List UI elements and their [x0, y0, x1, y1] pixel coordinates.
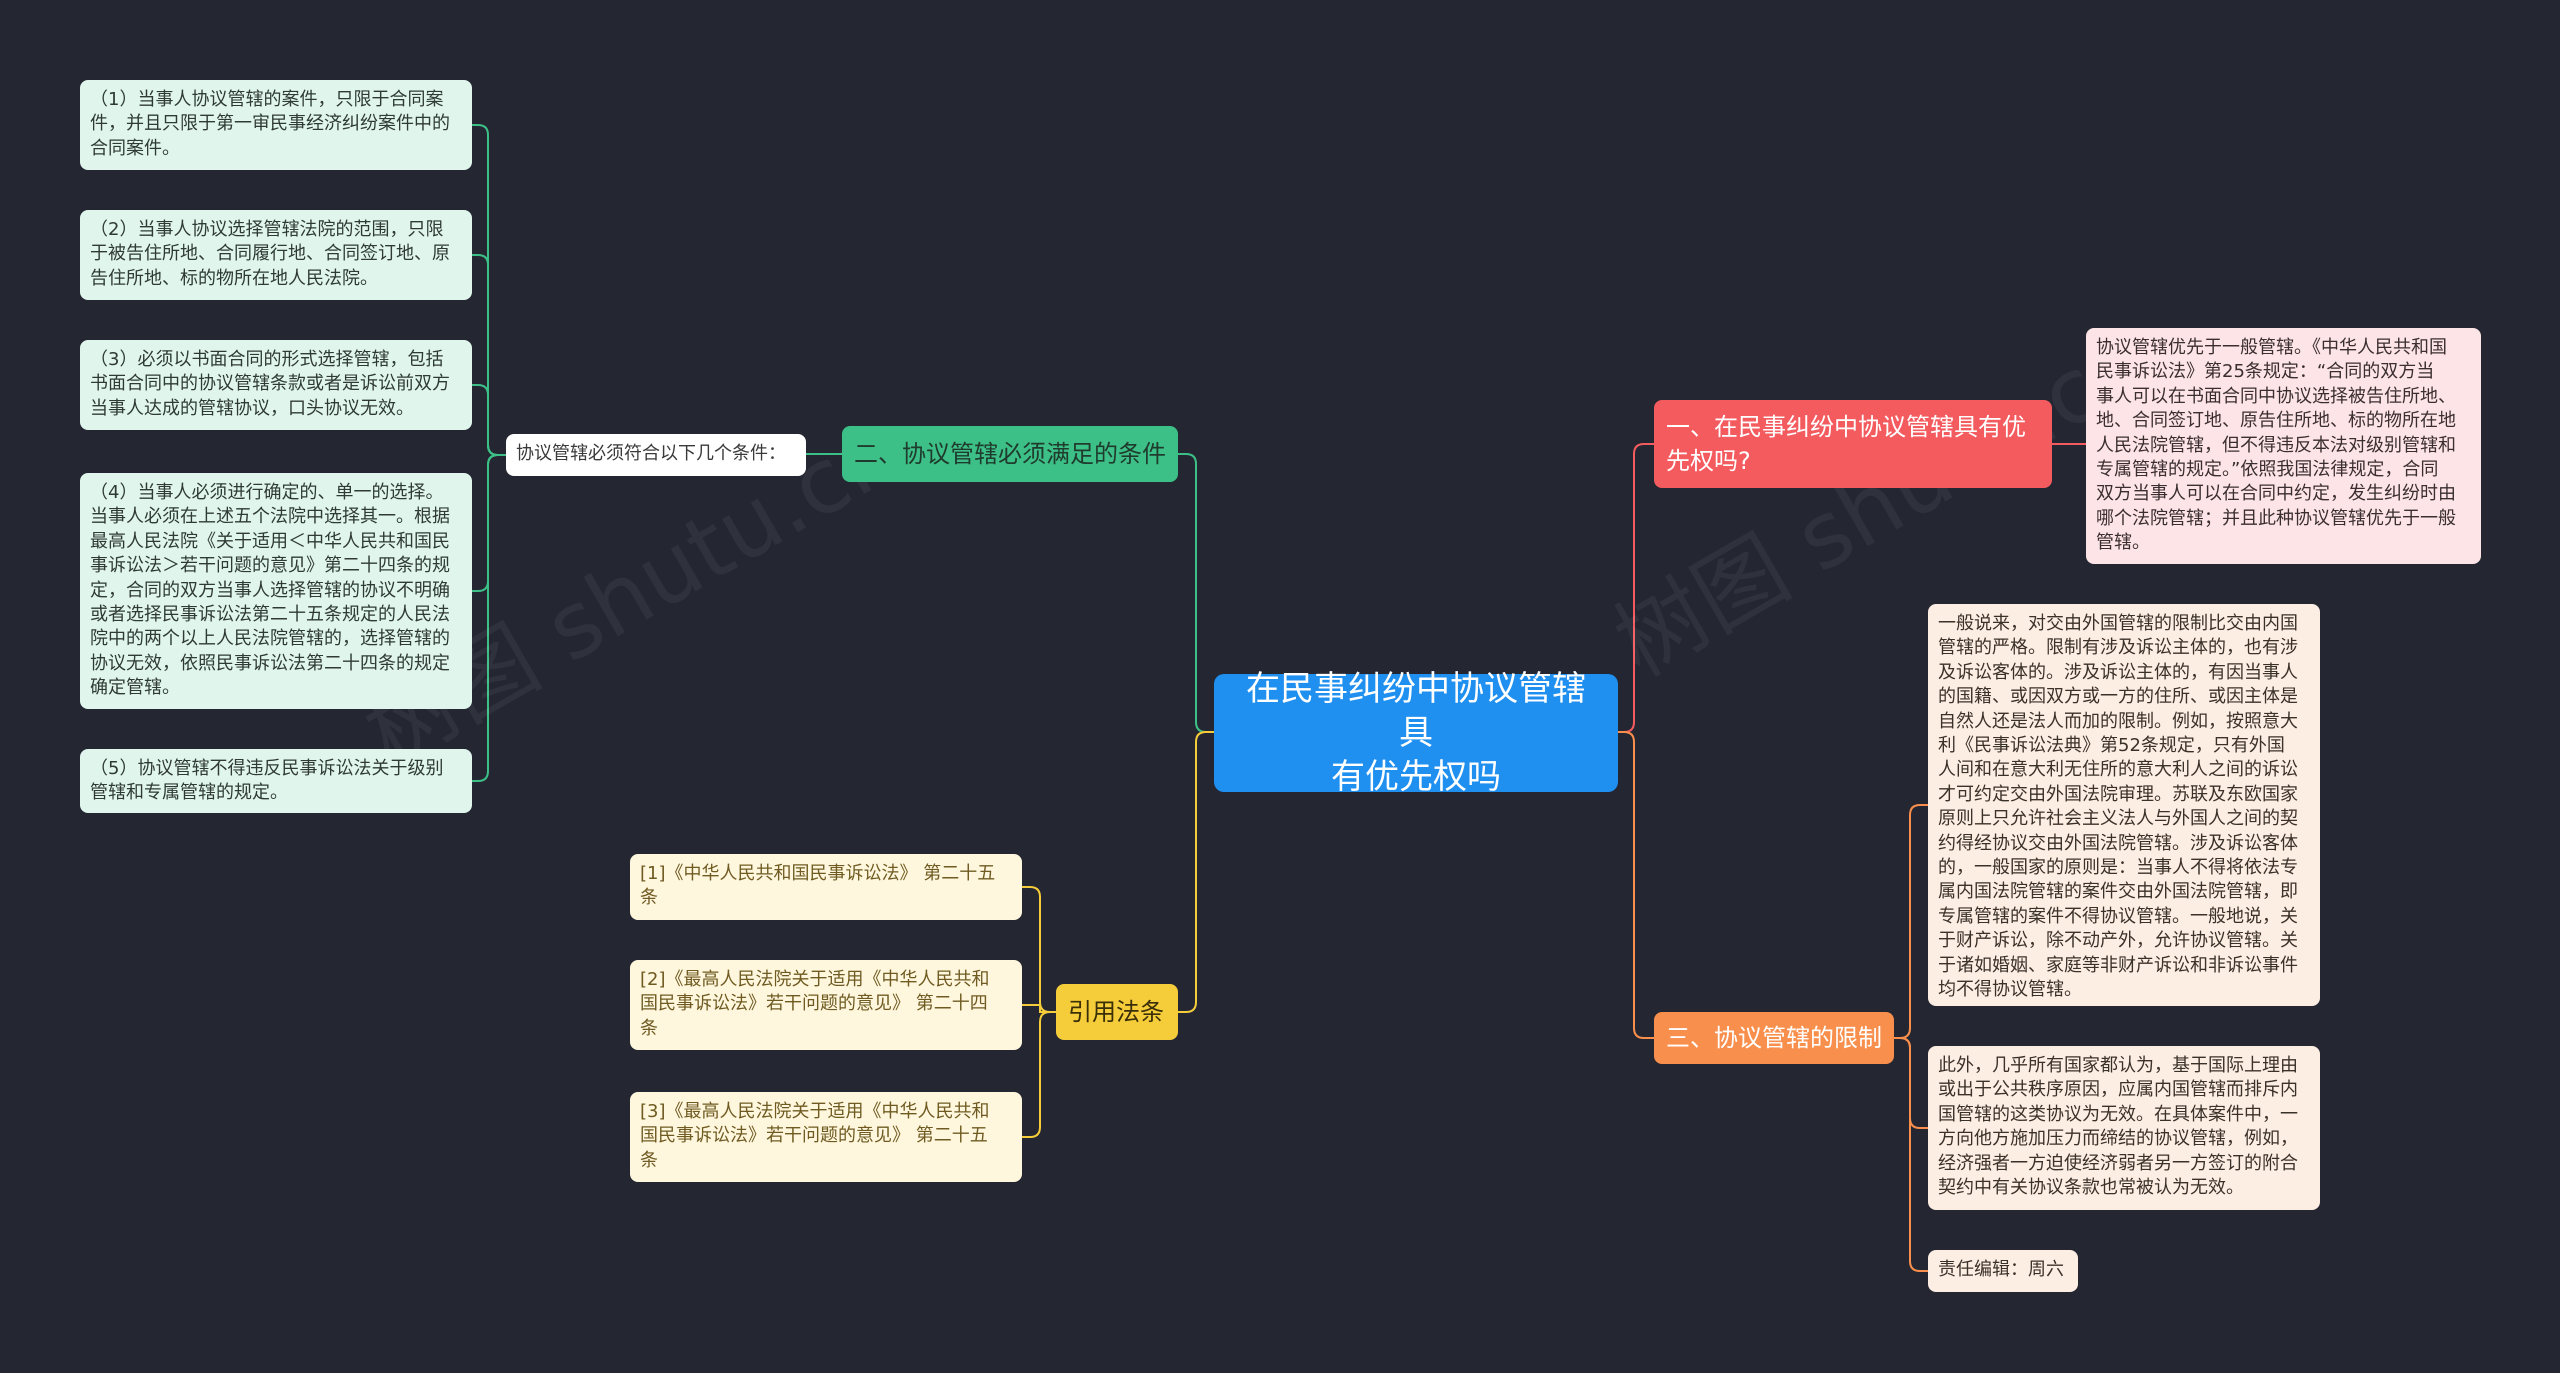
branch-q1-label: 一、在民事纠纷中协议管辖具有优 先权吗?: [1666, 413, 2026, 475]
q2-condition-text: （4）当事人必须进行确定的、单一的选择。 当事人必须在上述五个法院中选择其一。根…: [90, 482, 450, 699]
q4-citation-text: [2]《最高人民法院关于适用《中华人民共和 国民事诉讼法》若干问题的意见》 第二…: [640, 969, 990, 1039]
connector-line: [1618, 443, 1654, 733]
branch-q4-node[interactable]: 引用法条: [1056, 984, 1178, 1040]
q2-condition-item[interactable]: （4）当事人必须进行确定的、单一的选择。 当事人必须在上述五个法院中选择其一。根…: [80, 473, 472, 709]
q3-limit-text: 一般说来，对交由外国管辖的限制比交由内国 管辖的严格。限制有涉及诉讼主体的，也有…: [1938, 613, 2298, 1001]
q2-condition-text: （5）协议管辖不得违反民事诉讼法关于级别 管辖和专属管辖的规定。: [90, 758, 444, 804]
q2-sub-label-text: 协议管辖必须符合以下几个条件：: [516, 443, 786, 464]
q2-condition-text: （2）当事人协议选择管辖法院的范围，只限 于被告住所地、合同履行地、合同签订地、…: [90, 219, 450, 289]
q2-condition-text: （1）当事人协议管辖的案件，只限于合同案 件，并且只限于第一审民事经济纠纷案件中…: [90, 89, 450, 159]
connector-line: [1022, 886, 1056, 1013]
connector-line: [1654, 804, 1928, 1039]
q2-condition-item[interactable]: （3）必须以书面合同的形式选择管辖，包括 书面合同中的协议管辖条款或者是诉讼前双…: [80, 340, 472, 430]
branch-q3-label: 三、协议管辖的限制: [1666, 1024, 1882, 1052]
branch-q3-node[interactable]: 三、协议管辖的限制: [1654, 1012, 1894, 1064]
q2-sub-label[interactable]: 协议管辖必须符合以下几个条件：: [506, 434, 806, 476]
q4-citation-item[interactable]: [1]《中华人民共和国民事诉讼法》 第二十五 条: [630, 854, 1022, 920]
q2-condition-text: （3）必须以书面合同的形式选择管辖，包括 书面合同中的协议管辖条款或者是诉讼前双…: [90, 349, 450, 419]
connector-line: [472, 454, 506, 782]
q3-limit-item[interactable]: 此外，几乎所有国家都认为，基于国际上理由 或出于公共秩序原因，应属内国管辖而排斥…: [1928, 1046, 2320, 1210]
branch-q2-label: 二、协议管辖必须满足的条件: [854, 440, 1166, 468]
connector-line: [1022, 1011, 1056, 1138]
q1-detail-note[interactable]: 协议管辖优先于一般管辖。《中华人民共和国 民事诉讼法》第25条规定：“合同的双方…: [2086, 328, 2481, 564]
connector-line: [1178, 453, 1214, 733]
q3-limit-text: 此外，几乎所有国家都认为，基于国际上理由 或出于公共秩序原因，应属内国管辖而排斥…: [1938, 1055, 2298, 1199]
connector-line: [1178, 731, 1214, 1013]
connector-line: [472, 384, 506, 456]
q2-condition-item[interactable]: （2）当事人协议选择管辖法院的范围，只限 于被告住所地、合同履行地、合同签订地、…: [80, 210, 472, 300]
q2-condition-item[interactable]: （1）当事人协议管辖的案件，只限于合同案 件，并且只限于第一审民事经济纠纷案件中…: [80, 80, 472, 170]
q4-citation-item[interactable]: [3]《最高人民法院关于适用《中华人民共和 国民事诉讼法》若干问题的意见》 第二…: [630, 1092, 1022, 1182]
q1-detail-text: 协议管辖优先于一般管辖。《中华人民共和国 民事诉讼法》第25条规定：“合同的双方…: [2096, 337, 2456, 554]
q3-editor-text: 责任编辑：周六: [1938, 1259, 2064, 1280]
root-topic[interactable]: 在民事纠纷中协议管辖具 有优先权吗: [1214, 669, 1618, 797]
branch-q4-label: 引用法条: [1068, 998, 1164, 1026]
connector-line: [1618, 731, 1654, 1039]
connector-line: [1654, 1037, 1928, 1272]
branch-q2-node[interactable]: 二、协议管辖必须满足的条件: [842, 426, 1178, 482]
root-topic-label: 在民事纠纷中协议管辖具 有优先权吗: [1246, 669, 1586, 797]
q4-citation-item[interactable]: [2]《最高人民法院关于适用《中华人民共和 国民事诉讼法》若干问题的意见》 第二…: [630, 960, 1022, 1050]
connector-line: [1022, 1004, 1056, 1013]
q2-condition-item[interactable]: （5）协议管辖不得违反民事诉讼法关于级别 管辖和专属管辖的规定。: [80, 749, 472, 813]
branch-q1-node[interactable]: 一、在民事纠纷中协议管辖具有优 先权吗?: [1654, 400, 2052, 488]
q4-citation-text: [1]《中华人民共和国民事诉讼法》 第二十五 条: [640, 863, 996, 909]
q3-editor-note[interactable]: 责任编辑：周六: [1928, 1250, 2078, 1292]
q4-citation-text: [3]《最高人民法院关于适用《中华人民共和 国民事诉讼法》若干问题的意见》 第二…: [640, 1101, 990, 1171]
q3-limit-item[interactable]: 一般说来，对交由外国管辖的限制比交由内国 管辖的严格。限制有涉及诉讼主体的，也有…: [1928, 604, 2320, 1006]
